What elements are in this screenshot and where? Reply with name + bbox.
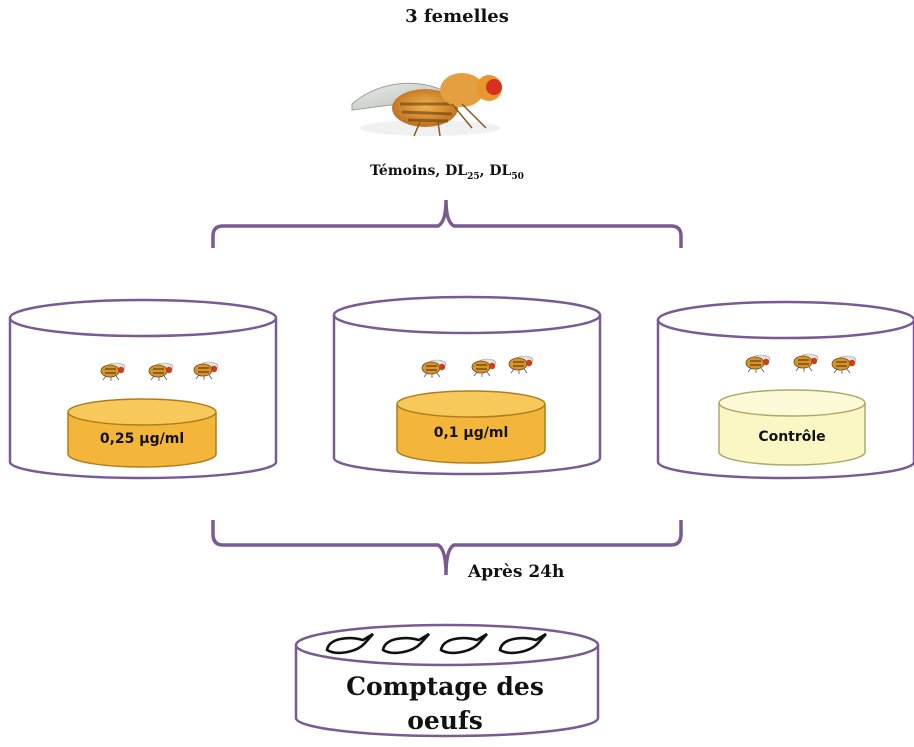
count-label-line1: Comptage des bbox=[346, 672, 544, 701]
small-fly-icon bbox=[793, 353, 819, 372]
small-fly-icon bbox=[100, 362, 126, 381]
dl25-subscript: 25 bbox=[467, 171, 480, 182]
subtitle: Témoins, DL25, DL50 bbox=[0, 163, 894, 182]
jar-2 bbox=[332, 295, 602, 476]
jar-3 bbox=[656, 300, 914, 480]
subtitle-temoins: Témoins, DL bbox=[370, 163, 468, 179]
dl50-subscript: 50 bbox=[511, 171, 524, 182]
subtitle-separator: , DL bbox=[479, 163, 512, 179]
bottom-bracket bbox=[211, 520, 683, 576]
small-fly-icon bbox=[148, 362, 174, 381]
small-fly-icon bbox=[193, 361, 219, 380]
egg-icon bbox=[325, 632, 374, 655]
jar-3-label: Contrôle bbox=[758, 429, 826, 445]
jar-1-label: 0,25 µg/ml bbox=[99, 431, 185, 447]
eggs bbox=[325, 632, 547, 655]
jar-1 bbox=[8, 298, 278, 480]
egg-icon bbox=[381, 632, 430, 655]
jar-2-label: 0,1 µg/ml bbox=[433, 425, 509, 441]
egg-icon bbox=[498, 632, 547, 655]
small-flies bbox=[100, 353, 857, 381]
fly-illustration bbox=[351, 73, 502, 137]
small-fly-icon bbox=[831, 355, 857, 374]
small-fly-icon bbox=[745, 354, 771, 373]
small-fly-icon bbox=[421, 359, 447, 378]
after-24h-label: Après 24h bbox=[468, 562, 565, 582]
count-label-line2: oeufs bbox=[407, 706, 483, 735]
top-bracket bbox=[211, 199, 683, 248]
small-fly-icon bbox=[471, 358, 497, 377]
small-fly-icon bbox=[508, 355, 534, 374]
egg-icon bbox=[439, 632, 488, 655]
diagram-title: 3 femelles bbox=[405, 6, 509, 27]
